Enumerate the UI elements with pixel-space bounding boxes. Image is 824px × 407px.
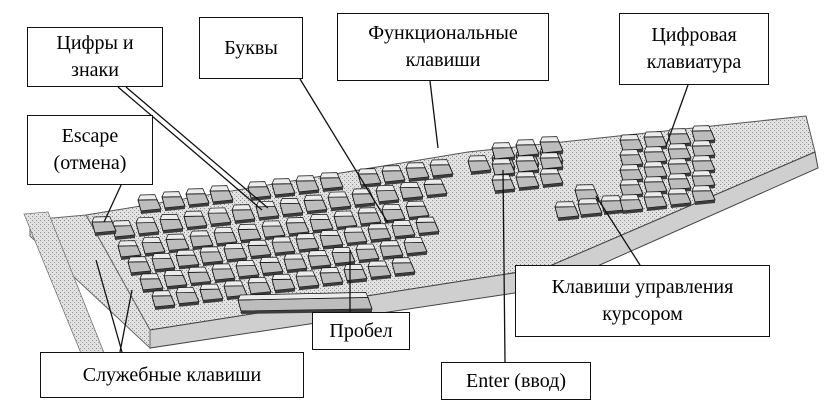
- leader-lines: [95, 78, 689, 363]
- key-function: [405, 162, 430, 182]
- key-numpad: [643, 191, 668, 211]
- leader-cursor: [595, 195, 641, 266]
- key: [175, 286, 200, 307]
- key: [135, 217, 160, 237]
- key: [259, 256, 284, 277]
- key: [159, 213, 184, 234]
- key-function: [295, 175, 320, 195]
- label-cursor-keys: Клавиши управления курсором: [515, 265, 770, 337]
- key: [403, 236, 428, 257]
- key: [283, 253, 308, 274]
- key: [207, 207, 232, 228]
- label-space: Пробел: [312, 312, 410, 350]
- key: [261, 220, 286, 241]
- key: [211, 263, 236, 284]
- key-arrow: [554, 201, 580, 221]
- key: [247, 277, 272, 297]
- key: [235, 260, 260, 280]
- key: [367, 223, 392, 243]
- key: [309, 213, 334, 234]
- key-function: [381, 165, 406, 185]
- key: [391, 257, 416, 277]
- leader-enter: [502, 169, 506, 363]
- key: [295, 270, 320, 291]
- label-enter: Enter (ввод): [441, 362, 591, 400]
- key: [187, 266, 212, 287]
- key: [319, 229, 344, 250]
- key-numpad: [643, 161, 668, 181]
- key-numpad: [667, 173, 692, 193]
- key: [271, 236, 296, 257]
- key: [367, 260, 392, 281]
- key-numpad: [619, 194, 644, 214]
- key: [139, 273, 164, 293]
- label-service-keys: Служебные клавиши: [40, 352, 304, 398]
- key: [351, 188, 376, 208]
- key: [391, 219, 416, 240]
- key: [343, 226, 368, 247]
- key-function: [185, 188, 210, 208]
- key: [357, 207, 382, 227]
- key: [271, 273, 296, 294]
- key-nav: [539, 168, 564, 188]
- leader-letters: [299, 78, 389, 224]
- key: [189, 230, 214, 251]
- leader-digits-b: [117, 86, 263, 211]
- key-function: [429, 159, 454, 179]
- key: [165, 233, 190, 254]
- key: [199, 283, 224, 304]
- label-digits-and-signs: Цифры и знаки: [27, 27, 163, 87]
- key: [279, 197, 304, 218]
- key-nav: [515, 171, 540, 191]
- key-space-bar: [237, 292, 373, 314]
- key-function: [271, 178, 296, 198]
- key: [307, 250, 332, 270]
- key-numpad: [691, 125, 716, 145]
- key: [163, 269, 188, 290]
- key: [327, 191, 352, 212]
- key-function: [209, 185, 234, 205]
- key-escape: [91, 216, 117, 236]
- key: [423, 178, 448, 199]
- label-numeric-keypad: Цифровая клавиатура: [619, 13, 769, 85]
- label-escape: Escape (отмена): [27, 115, 153, 185]
- key-function: [319, 172, 344, 192]
- key: [285, 217, 310, 237]
- key: [319, 267, 344, 287]
- key-numpad: [691, 185, 716, 205]
- leader-service-a: [119, 289, 133, 353]
- key-arrow: [577, 198, 603, 218]
- key: [375, 185, 400, 205]
- label-letters: Буквы: [199, 17, 303, 79]
- key: [151, 252, 176, 273]
- key: [175, 249, 200, 270]
- leader-service-b: [95, 259, 123, 353]
- key: [183, 210, 208, 231]
- key: [151, 290, 176, 310]
- key: [415, 216, 440, 237]
- leader-function: [429, 80, 439, 149]
- key: [223, 243, 248, 263]
- leader-digits: [125, 86, 269, 209]
- key-function: [137, 194, 162, 214]
- key-function: [247, 181, 272, 201]
- key: [247, 239, 272, 260]
- key: [295, 233, 320, 253]
- key: [399, 181, 424, 202]
- key: [379, 240, 404, 260]
- key: [127, 256, 152, 276]
- key-numpad: [667, 188, 692, 208]
- key: [303, 194, 328, 215]
- key-function: [161, 191, 186, 211]
- key: [141, 236, 166, 257]
- key-function: [467, 155, 492, 175]
- keys-group: [91, 125, 716, 314]
- leader-numpad: [665, 84, 689, 147]
- label-function-keys: Функциональные клавиши: [337, 13, 549, 81]
- key: [199, 246, 224, 267]
- key: [355, 243, 380, 264]
- key: [231, 204, 256, 224]
